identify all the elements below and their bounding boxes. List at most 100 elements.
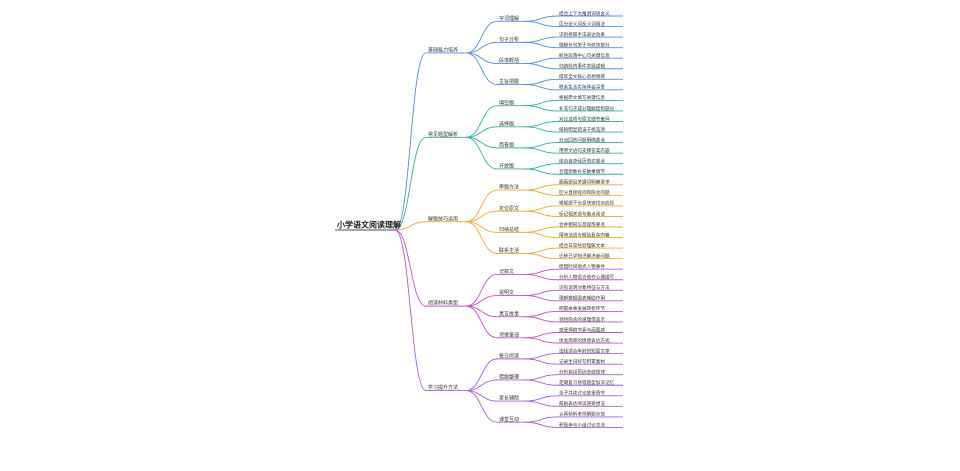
leaf-node: 迁移已学知识解决新问题 bbox=[559, 252, 610, 259]
subtopic-node: 每日阅读 bbox=[499, 352, 519, 359]
leaf-node: 对比选项与原文细节差异 bbox=[559, 115, 610, 122]
link-l1-l2 bbox=[465, 126, 498, 138]
leaf-node: 区分直接提问和隐含问题 bbox=[559, 189, 610, 196]
leaf-node: 联系生活实际体会深意 bbox=[559, 84, 605, 91]
leaf-node: 排除明显错误干扰选项 bbox=[559, 126, 605, 133]
leaf-node: 积极参与小组讨论交流 bbox=[559, 421, 605, 428]
leaf-node: 识别说明对象特征与方法 bbox=[559, 284, 610, 291]
link-l2-l3 bbox=[524, 36, 558, 43]
link-l2-l3 bbox=[524, 247, 558, 254]
link-l2-l3 bbox=[524, 210, 558, 217]
link-l2-l3 bbox=[524, 184, 558, 191]
link-l2-l3 bbox=[524, 358, 558, 365]
leaf-node: 区分近义词反义词用法 bbox=[559, 20, 605, 27]
link-l2-l3 bbox=[524, 310, 558, 318]
link-l2-l3 bbox=[524, 147, 558, 154]
link-l2-l3 bbox=[524, 57, 558, 64]
link-l2-l3 bbox=[524, 268, 558, 275]
leaf-node: 领悟隐含的道理借品示 bbox=[559, 316, 605, 323]
link-l2-l3 bbox=[524, 168, 558, 175]
subtopic-node: 选择题 bbox=[499, 120, 514, 127]
link-l2-l3 bbox=[524, 163, 558, 170]
branch-node: 基础能力培养 bbox=[428, 47, 458, 54]
link-l2-l3 bbox=[524, 353, 558, 360]
link-l2-l3 bbox=[524, 189, 558, 196]
link-root-l1 bbox=[394, 136, 427, 231]
link-l1-l2 bbox=[465, 221, 498, 254]
subtopic-node: 段落概括 bbox=[499, 57, 519, 64]
link-l2-l3 bbox=[524, 63, 558, 70]
link-l1-l2 bbox=[465, 358, 498, 391]
leaf-node: 梳理时间地点人物事件 bbox=[559, 263, 605, 270]
subtopic-node: 句子分析 bbox=[499, 36, 519, 43]
leaf-node: 理解数据图表辅助作用 bbox=[559, 295, 605, 302]
link-l2-l3 bbox=[524, 205, 558, 212]
link-l1-l2 bbox=[465, 295, 498, 307]
link-l1-l2 bbox=[465, 41, 498, 54]
link-l2-l3 bbox=[524, 337, 558, 344]
leaf-node: 补充句子成分理解结构部分 bbox=[559, 105, 615, 112]
subtopic-node: 定位原文 bbox=[499, 205, 519, 212]
leaf-node: 用简洁语言概括复杂内容 bbox=[559, 231, 610, 238]
link-l2-l3 bbox=[524, 421, 558, 428]
leaf-node: 把握故事发展转折环节 bbox=[559, 305, 605, 312]
subtopic-node: 字词理解 bbox=[499, 15, 519, 22]
link-l2-l3 bbox=[524, 126, 558, 133]
leaf-node: 根据题干信息快速找对应段 bbox=[559, 200, 615, 207]
leaf-node: 抓住段落中心句关键信息 bbox=[559, 52, 610, 59]
link-l1-l2 bbox=[465, 189, 498, 223]
mindmap-links bbox=[335, 15, 623, 428]
link-l2-l3 bbox=[524, 374, 558, 381]
link-l1-l2 bbox=[465, 105, 498, 138]
link-l2-l3 bbox=[524, 84, 558, 91]
leaf-node: 理解长句关于与修饰部分 bbox=[559, 41, 610, 48]
link-l2-l3 bbox=[524, 316, 558, 323]
link-l2-l3 bbox=[524, 142, 558, 149]
link-l1-l2 bbox=[465, 136, 498, 170]
branch-node: 解题技巧运用 bbox=[428, 215, 458, 222]
link-l1-l2 bbox=[465, 379, 498, 391]
branch-node: 阅读材料类型 bbox=[428, 300, 458, 307]
link-l2-l3 bbox=[524, 231, 558, 238]
leaf-node: 结合自身经历表达观点 bbox=[559, 158, 605, 165]
branch-node: 学习提升方法 bbox=[428, 384, 458, 391]
link-l2-l3 bbox=[524, 226, 558, 233]
leaf-node: 定期复习易错题型加深记忆 bbox=[559, 379, 615, 386]
link-l1-l2 bbox=[465, 20, 498, 54]
link-l2-l3 bbox=[524, 332, 558, 339]
leaf-node: 提炼全文核心思想情感 bbox=[559, 73, 605, 80]
link-l2-l3 bbox=[524, 105, 558, 112]
subtopic-node: 错题整理 bbox=[499, 374, 519, 381]
leaf-node: 体会简单的情感表达方式 bbox=[559, 337, 610, 344]
leaf-node: 结合日常经验理解文本 bbox=[559, 242, 605, 249]
link-l2-l3 bbox=[524, 395, 558, 402]
leaf-node: 亲子共读讨论故事情节 bbox=[559, 390, 605, 397]
link-l2-l3 bbox=[524, 295, 558, 302]
leaf-node: 合理想象补充故事情节 bbox=[559, 168, 605, 175]
link-l1-l2 bbox=[465, 305, 498, 339]
leaf-node: 归纳段内事件发展逻辑 bbox=[559, 63, 605, 70]
link-l1-l2 bbox=[465, 390, 498, 423]
link-l2-l3 bbox=[524, 15, 558, 22]
link-l2-l3 bbox=[524, 99, 558, 107]
link-l2-l3 bbox=[524, 416, 558, 423]
root-topic: 小学语文阅读理解 bbox=[336, 220, 401, 230]
link-root-l1 bbox=[394, 52, 427, 231]
link-l2-l3 bbox=[524, 289, 558, 297]
subtopic-node: 填空题 bbox=[499, 99, 514, 106]
leaf-node: 合并相同信息提炼要点 bbox=[559, 221, 605, 228]
subtopic-node: 联系生活 bbox=[499, 247, 519, 254]
link-l2-l3 bbox=[524, 41, 558, 49]
subtopic-node: 简答题 bbox=[499, 141, 514, 148]
link-l2-l3 bbox=[524, 121, 558, 128]
subtopic-node: 课堂互动 bbox=[499, 416, 519, 423]
link-l2-l3 bbox=[524, 20, 558, 27]
subtopic-node: 归纳总结 bbox=[499, 226, 519, 233]
link-root-l1 bbox=[394, 229, 427, 391]
link-l1-l2 bbox=[465, 210, 498, 223]
subtopic-node: 审题方法 bbox=[499, 184, 519, 191]
leaf-node: 用原文语句支撑答案内容 bbox=[559, 147, 610, 154]
branch-node: 常见题型解析 bbox=[428, 131, 458, 138]
link-l2-l3 bbox=[524, 252, 558, 260]
leaf-node: 分析错误原因总结规律 bbox=[559, 369, 605, 376]
